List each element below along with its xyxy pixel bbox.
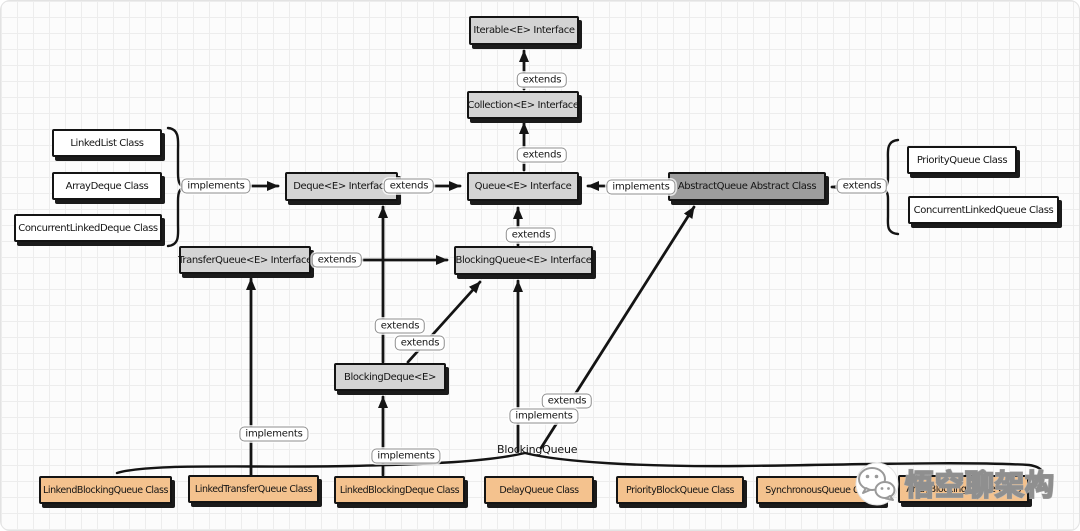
node-priorityblockqueue-class[interactable]: PriorityBlockQueue Class [616, 476, 744, 504]
node-delayqueue-class[interactable]: DelayQueue Class [484, 476, 594, 504]
node-iterable-interface[interactable]: Iterable<E> Interface [469, 16, 579, 45]
node-blockingdeque-interface[interactable]: BlockingDeque<E> [334, 363, 446, 391]
wechat-icon [855, 462, 899, 506]
edge-label-implements-left-group[interactable]: implements [181, 178, 251, 194]
edge-label-extends-deque-queue[interactable]: extends [383, 178, 435, 194]
edge-label-implements-abstractqueue-queue[interactable]: implements [606, 179, 676, 195]
node-label: TransferQueue<E> Interface [178, 254, 312, 266]
node-concurrentlinkedqueue-class[interactable]: ConcurrentLinkedQueue Class [908, 196, 1059, 224]
node-arraydeque-class[interactable]: ArrayDeque Class [52, 172, 162, 200]
edge-label-extends-group-abstractqueue[interactable]: extends [541, 393, 593, 409]
node-label: ArrayDeque Class [65, 180, 149, 192]
node-linkedblockingdeque-class[interactable]: LinkedBlockingDeque Class [334, 476, 465, 504]
node-label: AbstractQueue Abstract Class [677, 181, 817, 192]
node-label: ArrayBlockingQueue Class [906, 483, 1021, 495]
node-abstractqueue-abstract-class[interactable]: AbstractQueue Abstract Class [668, 172, 826, 201]
node-transferqueue-interface[interactable]: TransferQueue<E> Interface [178, 246, 312, 274]
node-label: Collection<E> Interface [467, 99, 579, 111]
edge-label-extends-blockingqueue-queue[interactable]: extends [505, 227, 557, 243]
node-collection-interface[interactable]: Collection<E> Interface [467, 91, 579, 119]
node-label: SynchronousQueue Class [765, 484, 876, 496]
node-label: LinkendBlockingQueue Class [43, 484, 168, 496]
edge-label-extends-transferqueue-blockingqueue[interactable]: extends [311, 252, 363, 268]
watermark: 悟空聊架构 [853, 459, 1055, 507]
edge-label-extends-right-group[interactable]: extends [836, 178, 888, 194]
node-priorityqueue-class[interactable]: PriorityQueue Class [907, 146, 1017, 174]
node-linkedlist-class[interactable]: LinkedList Class [52, 129, 162, 157]
node-label: LinkedTransferQueue Class [194, 483, 313, 495]
edge-label-extends-collection-iterable[interactable]: extends [516, 72, 568, 88]
node-label: Iterable<E> Interface [473, 25, 575, 36]
edge-label-implements-linkedtransferqueue[interactable]: implements [239, 426, 309, 442]
node-arrayblockingqueue-class[interactable]: ArrayBlockingQueue Class [898, 475, 1029, 503]
edge-label-implements-linkedblockingdeque[interactable]: implements [371, 448, 441, 464]
node-concurrentlinkeddeque-class[interactable]: ConcurrentLinkedDeque Class [14, 214, 162, 242]
node-label: PriorityQueue Class [916, 154, 1008, 166]
node-linkedtransferqueue-class[interactable]: LinkedTransferQueue Class [188, 475, 319, 503]
node-label: Queue<E> Interface [474, 181, 572, 192]
edge-label-extends-queue-collection[interactable]: extends [516, 147, 568, 163]
edge-label-extends-blockingdeque-deque[interactable]: extends [374, 318, 426, 334]
node-label: Deque<E> Interface [293, 181, 390, 192]
node-label: PriorityBlockQueue Class [626, 484, 734, 496]
node-label: BlockingQueue<E> Interface [455, 255, 592, 266]
free-label-blockingqueue[interactable]: BlockingQueue [497, 443, 578, 456]
edge-label-implements-group-blockingqueue[interactable]: implements [509, 408, 579, 424]
node-label: ConcurrentLinkedDeque Class [18, 222, 158, 234]
node-label: LinkedBlockingDeque Class [339, 484, 460, 496]
node-label: LinkedList Class [70, 137, 144, 149]
node-label: ConcurrentLinkedQueue Class [913, 204, 1054, 216]
node-blockingqueue-interface[interactable]: BlockingQueue<E> Interface [454, 246, 593, 275]
node-label: BlockingDeque<E> [344, 371, 436, 383]
node-linkendblockingqueue-class[interactable]: LinkendBlockingQueue Class [39, 476, 172, 504]
node-label: DelayQueue Class [499, 484, 579, 496]
node-deque-interface[interactable]: Deque<E> Interface [285, 172, 398, 201]
node-queue-interface[interactable]: Queue<E> Interface [467, 172, 579, 201]
edge-label-extends-blockingdeque-blockingqueue[interactable]: extends [394, 335, 446, 351]
watermark-text: 悟空聊架构 [904, 467, 1056, 503]
